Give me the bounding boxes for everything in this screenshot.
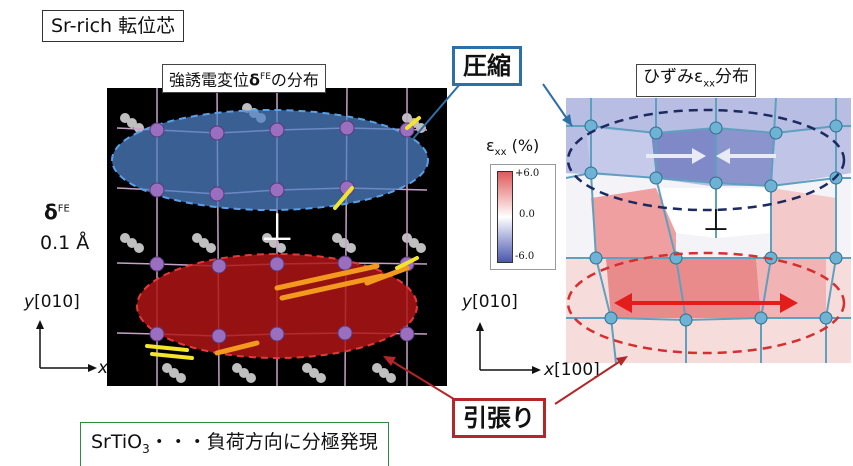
footer-suffix: ・・・負荷方向に分極発現	[149, 431, 378, 453]
left-panel-title: 強誘電変位δFEの分布	[162, 64, 326, 94]
strain-tension-region	[566, 251, 846, 355]
right-title-sub: xx	[703, 78, 716, 90]
right-title-prefix: ひずみ	[643, 67, 694, 87]
scale-value: 0.1 Å	[40, 232, 90, 254]
displacement-arrows-yellow	[145, 116, 421, 360]
right-title-suffix: 分布	[715, 67, 750, 87]
tension-leader-right	[554, 359, 623, 405]
colorbar-gradient	[497, 171, 513, 263]
dislocation-symbol-left: ⊥	[260, 205, 293, 249]
tension-arrow	[614, 293, 798, 313]
right-title-symbol: ε	[694, 67, 704, 87]
right-panel-title: ひずみεxx分布	[636, 64, 757, 98]
title-label: Sr-rich 転位芯	[42, 10, 185, 42]
compression-leader-left	[411, 83, 461, 141]
tension-callout-text: 引張り	[463, 404, 535, 432]
scale-sup: FE	[57, 203, 70, 215]
tension-callout: 引張り	[452, 398, 546, 438]
colorbar-title: εxx (%)	[486, 136, 539, 158]
left-axes	[36, 320, 97, 372]
left-x-axis-var: x	[98, 358, 109, 378]
compression-arrows	[646, 148, 776, 164]
dislocation-symbol-right: ⊥	[703, 203, 729, 238]
colorbar-tick-max: +6.0	[515, 168, 540, 179]
footer-prefix: SrTiO	[91, 431, 143, 453]
left-title-symbol: δ	[249, 70, 261, 90]
left-title-suffix: の分布	[270, 70, 319, 90]
tension-leader-left	[389, 359, 463, 405]
displacement-map-svg: ⊥	[107, 87, 447, 387]
displacement-map: ⊥	[107, 87, 447, 387]
right-y-axis-dir: [010]	[472, 292, 518, 312]
left-y-axis-dir: [010]	[34, 292, 80, 312]
scale-symbol: δ	[44, 200, 58, 224]
strain-compression-region	[566, 108, 846, 212]
left-title-sup: FE	[260, 72, 271, 82]
left-title-prefix: 強誘電変位	[169, 70, 250, 90]
right-x-axis-label: x[100]	[544, 360, 600, 380]
right-y-axis-var: y	[462, 292, 473, 312]
compression-callout-text: 圧縮	[463, 52, 511, 80]
colorbar-unit: (%)	[506, 136, 540, 155]
scale-legend: δFE	[44, 200, 70, 224]
displacement-arrows-orange	[214, 263, 410, 356]
right-x-axis-var: x	[544, 360, 555, 380]
footer-note: SrTiO3・・・負荷方向に分極発現	[80, 422, 389, 466]
right-axes	[476, 322, 541, 374]
colorbar-tick-mid: 0.0	[519, 209, 535, 220]
left-y-axis-var: y	[24, 292, 35, 312]
strain-map: ⊥	[565, 97, 851, 364]
colorbar-box: +6.0 0.0 -6.0	[490, 164, 556, 270]
title-text: Sr-rich 転位芯	[51, 15, 176, 37]
compression-callout: 圧縮	[452, 46, 522, 86]
left-x-axis-label: x	[98, 358, 108, 378]
colorbar-symbol: ε	[486, 136, 495, 155]
colorbar-sub: xx	[494, 147, 507, 159]
colorbar-tick-min: -6.0	[515, 251, 535, 262]
right-y-axis-label: y[010]	[462, 292, 518, 312]
left-y-axis-label: y[010]	[24, 292, 80, 312]
strain-map-svg: ⊥	[565, 97, 851, 364]
footer-sub: 3	[142, 441, 150, 456]
right-x-axis-dir: [100]	[554, 360, 600, 380]
